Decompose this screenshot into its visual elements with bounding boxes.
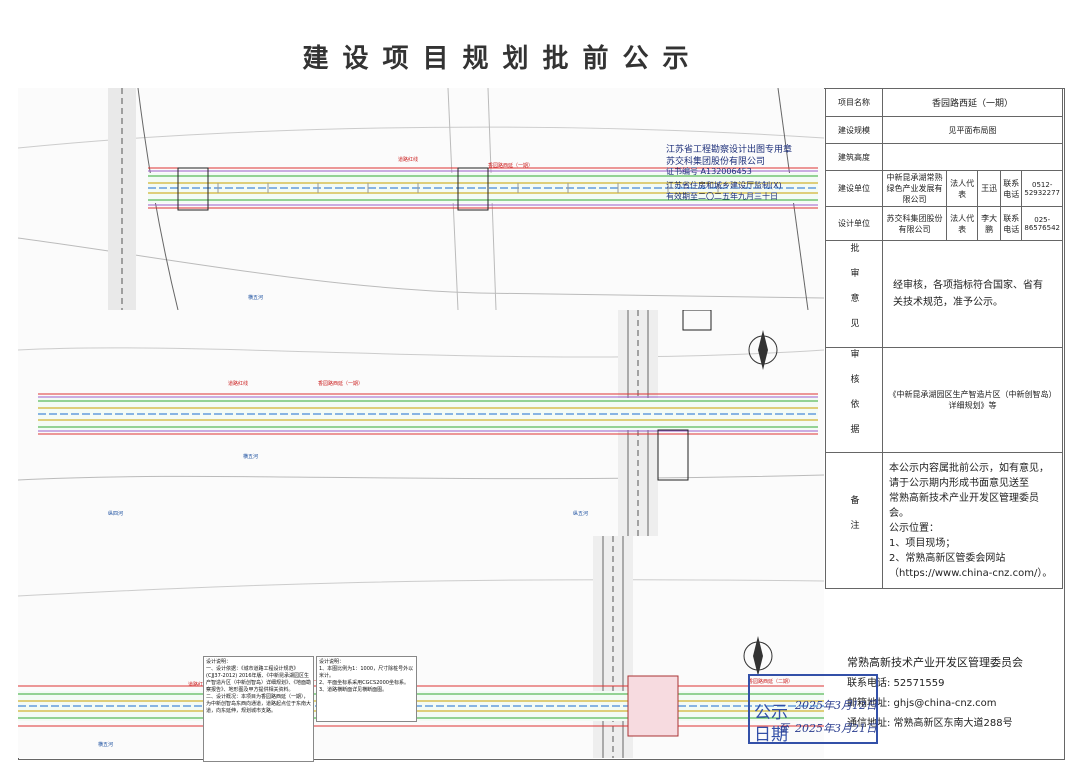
legal-label: 法人代表 (946, 206, 979, 241)
org-name: 常熟高新技术产业开发区管理委员会 (847, 656, 1023, 669)
plan-svg-3 (18, 536, 824, 758)
designer-legal: 李大鹏 (977, 206, 1002, 241)
seal-line: 有效期至二〇二五年九月三十日 (666, 192, 778, 201)
seal-line: 江苏省住房和城乡建设厅监制(X) (666, 181, 782, 190)
design-notes-2: 设计说明： 1、本图比例为1：1000，尺寸除桩号外以米计。 2、平面坐标系采用… (316, 656, 417, 722)
notes-line: 3、道路横断面详见横断面图。 (319, 687, 388, 693)
opinion-text: 经审核，各项指标符合国家、省有关技术规范，准予公示。 (882, 240, 1063, 348)
remark-line: 2、常熟高新区管委会网站 (889, 552, 1006, 564)
stamp-line-1: 公示 (754, 703, 788, 723)
remark-line: 常熟高新技术产业开发区管理委员会。 (889, 492, 1039, 519)
notice-date-stamp: 公示 日期 (748, 674, 878, 745)
remark-label: 备注 (848, 494, 859, 545)
plan-panel-3: 道路红线 香园路西延（一期） 香园路西延（二期） 横五河 (18, 536, 824, 758)
notes-line: 1、本图比例为1：1000，尺寸除桩号外以米计。 (319, 666, 414, 679)
seal-line: 江苏省工程勘察设计出图专用章 (666, 145, 793, 155)
notes-line: 二、设计概况：本项目为香园路西延（一期），为中新创智岛东西向通道，道路起点位于东… (206, 694, 312, 714)
contact-footer: 常熟高新技术产业开发区管理委员会 联系电话: 52571559 邮箱地址: gh… (825, 640, 1063, 758)
contact-email: 邮箱地址: ghjs@china-cnz.com (847, 698, 997, 709)
height-label: 建筑高度 (825, 143, 883, 171)
remark-line: 本公示内容属批前公示，如有意见， (889, 462, 1049, 474)
contact-address: 通信地址: 常熟高新区东南大道288号 (847, 718, 1013, 729)
builder-label: 建设单位 (825, 170, 883, 207)
road-name-label: 香园路西延（一期） (318, 381, 364, 387)
info-panel: 项目名称 香园路西延（一期） 建设规模 见平面布局图 建筑高度 建设单位 中新昆… (825, 88, 1063, 758)
plan-drawing: 道路红线 香园路西延（一期） 横五河 道路 (18, 88, 824, 762)
road-name-label: 香园路西延（一期） (488, 163, 534, 169)
design-notes: 设计说明： 一、设计依据：《城市道路工程设计规范》(CJJ37-2012) 20… (203, 656, 314, 762)
height-value (882, 143, 1063, 171)
design-seal: 江苏省工程勘察设计出图专用章 苏交科集团股份有限公司 证书编号 A1320064… (660, 140, 800, 204)
notes-line: 2、平面坐标系采用CGCS2000坐标系。 (319, 680, 409, 686)
phone-label: 联系电话 (1000, 170, 1023, 207)
basis-label: 审核依据 (848, 349, 859, 449)
date-start: 2025年3月12日 (795, 699, 877, 712)
date-end: 2025年3月21日 (795, 722, 877, 735)
opinion-label: 批审意见 (848, 243, 859, 343)
notes-line: 一、设计依据：《城市道路工程设计规范》(CJJ37-2012) 2016年版、《… (206, 666, 312, 693)
legal-label: 法人代表 (946, 170, 979, 207)
basis-text: 《中新昆承湖园区生产智造片区（中新创智岛）详细规划》等 (882, 347, 1063, 453)
red-line-label: 道路红线 (188, 682, 209, 688)
page-title: 建设项目规划批前公示 (302, 44, 703, 74)
project-name: 香园路西延（一期） (882, 88, 1063, 117)
builder-phone: 0512-52932277 (1021, 170, 1063, 207)
notes-title: 设计说明： (206, 659, 232, 665)
remark-text: 本公示内容属批前公示，如有意见， 请于公示期内形成书面意见送至 常熟高新技术产业… (882, 452, 1063, 589)
river-label: 横五河 (248, 295, 264, 301)
date-to: 至 (778, 722, 789, 735)
remark-line: 请于公示期内形成书面意见送至 (889, 477, 1029, 489)
scale-label: 建设规模 (825, 116, 883, 144)
contact-phone: 联系电话: 52571559 (847, 678, 945, 689)
stamp-line-2: 日期 (754, 725, 788, 745)
designer-name: 苏交科集团股份有限公司 (881, 206, 948, 241)
designer-label: 设计单位 (825, 206, 883, 241)
phone-label: 联系电话 (1000, 206, 1023, 241)
river-label-2: 纵四河 (108, 511, 124, 517)
red-line-label: 道路红线 (398, 157, 419, 163)
plan-panel-2: 道路红线 香园路西延（一期） 横五河 纵四河 纵五河 (18, 310, 824, 537)
project-name-label: 项目名称 (825, 88, 883, 117)
red-line-label: 道路红线 (228, 381, 249, 387)
river-label-3: 纵五河 (573, 511, 589, 517)
remark-line: （https://www.china-cnz.com/）。 (889, 567, 1053, 579)
seal-line: 苏交科集团股份有限公司 (666, 157, 766, 167)
designer-phone: 025-86576542 (1021, 206, 1063, 241)
builder-name: 中新昆承湖常熟绿色产业发展有限公司 (881, 170, 948, 207)
info-table: 项目名称 香园路西延（一期） 建设规模 见平面布局图 建筑高度 建设单位 中新昆… (825, 88, 1063, 589)
plan-svg-2 (18, 310, 824, 536)
road-name-label-2: 香园路西延（二期） (748, 679, 794, 685)
seal-line: 证书编号 A132006453 (666, 167, 752, 176)
remark-line: 公示位置： (889, 522, 939, 534)
plan-svg-1 (18, 88, 824, 310)
builder-legal: 王迅 (977, 170, 1002, 207)
river-label: 横五河 (243, 454, 259, 460)
plan-panel-1: 道路红线 香园路西延（一期） 横五河 (18, 88, 824, 311)
river-label: 横五河 (98, 742, 114, 748)
notes-title: 设计说明： (319, 659, 345, 665)
scale-value: 见平面布局图 (882, 116, 1063, 144)
remark-line: 1、项目现场； (889, 537, 956, 549)
